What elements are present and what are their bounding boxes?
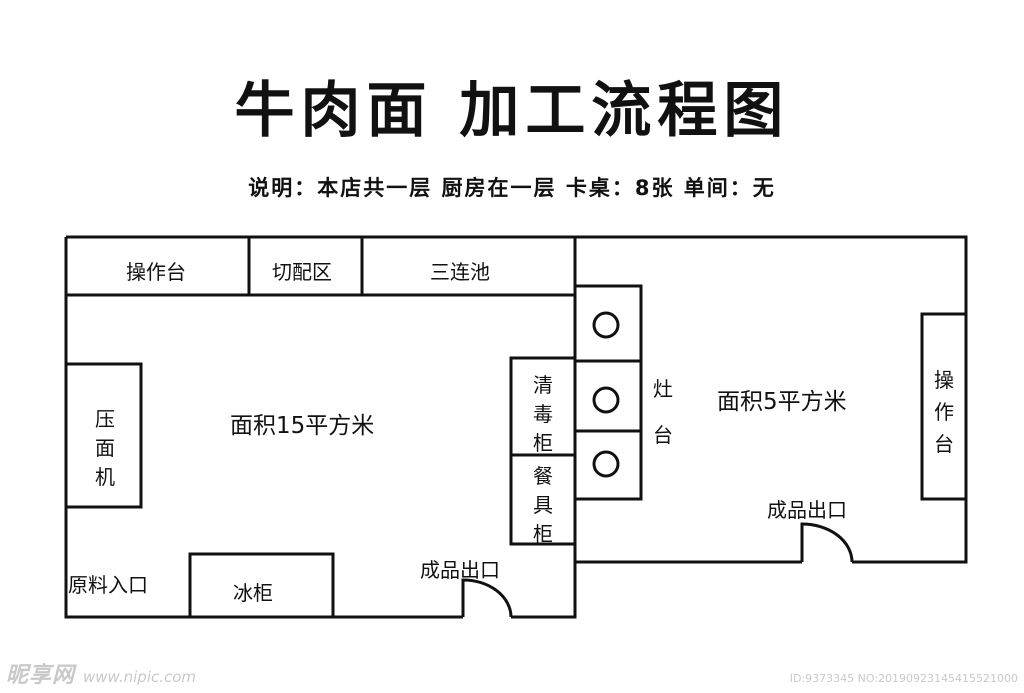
left-area-label: 面积15平方米 <box>230 413 375 439</box>
page-title: 牛肉面 加工流程图 <box>234 76 790 146</box>
right-counter-box <box>920 312 968 501</box>
watermark-url: www.nipic.com <box>83 668 197 686</box>
disinfection-cabinet-label: 清毒柜 <box>533 373 553 455</box>
right-counter-label: 操作台 <box>934 368 954 456</box>
counter-label: 操作台 <box>126 260 186 284</box>
stove-label: 灶台 <box>653 377 673 447</box>
burner-icon <box>592 450 620 478</box>
noodle-press-label: 压面机 <box>95 407 115 489</box>
fridge-label: 冰柜 <box>233 581 273 605</box>
right-exit-label: 成品出口 <box>767 498 847 522</box>
right-door <box>800 522 854 563</box>
fridge-box <box>188 552 335 619</box>
triple-sink-label: 三连池 <box>430 260 490 284</box>
left-exit-label: 成品出口 <box>420 558 500 582</box>
watermark-id: ID:9373345 NO:20190923145415521000 <box>789 672 1018 685</box>
tableware-cabinet-label: 餐具柜 <box>533 464 553 546</box>
page-subtitle: 说明：本店共一层 厨房在一层 卡桌：8张 单间：无 <box>248 176 776 200</box>
burner-icon <box>592 311 620 339</box>
noodle-press-box <box>64 362 143 509</box>
cutting-zone-label: 切配区 <box>272 260 332 284</box>
burner-icon <box>592 386 620 414</box>
raw-entrance-label: 原料入口 <box>68 573 148 597</box>
left-door <box>461 578 513 618</box>
right-area-label: 面积5平方米 <box>717 389 847 415</box>
stove-box <box>573 284 643 501</box>
